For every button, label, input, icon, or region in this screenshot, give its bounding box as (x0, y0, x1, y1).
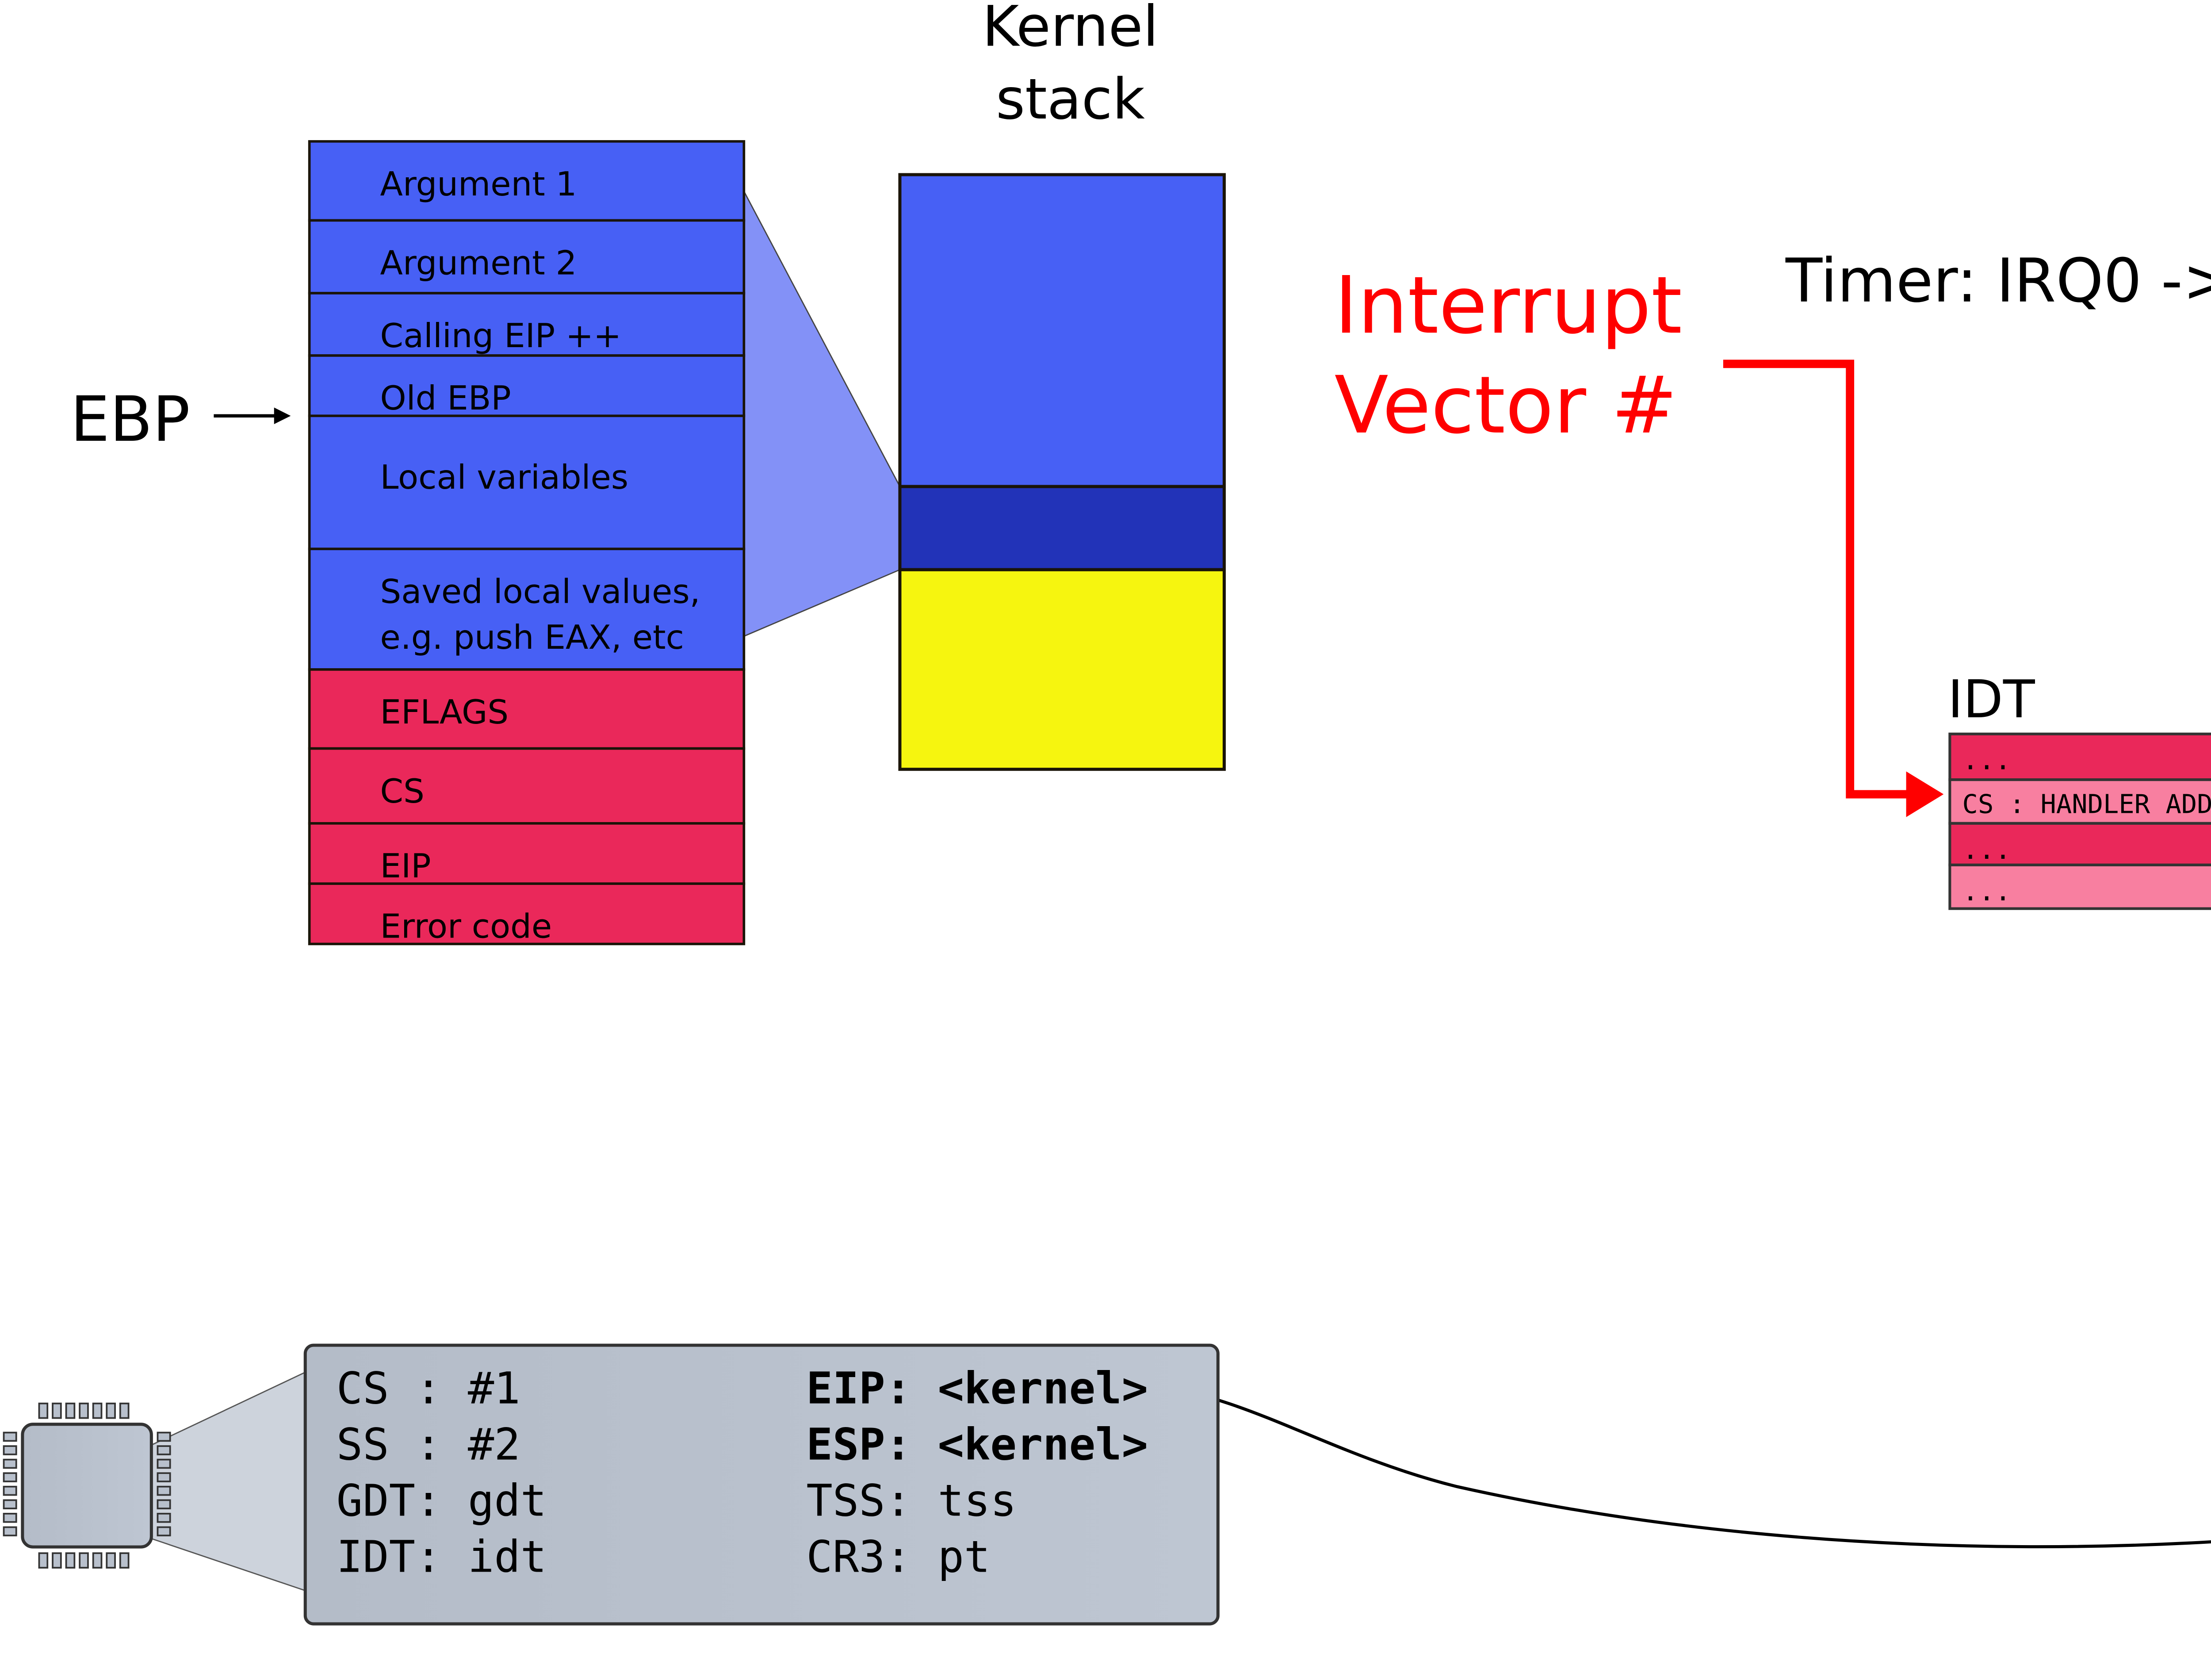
stack-frame-row: Calling EIP ++ (308, 292, 746, 357)
stack-frame-row: Local variables (308, 414, 746, 551)
idt-table: ... CS : HANDLER ADDR...... (1948, 732, 2211, 910)
ebp-label: EBP (70, 383, 190, 456)
stack-frame-row-label: Old EBP (380, 379, 511, 417)
kernel-stack-title-1: Kernel (982, 0, 1159, 59)
stack-frame-row: Saved local values, e.g. push EAX, etc (308, 547, 746, 671)
stack-frame: Argument 1 Argument 2 Calling EIP ++ Old EB… (308, 140, 746, 945)
stack-frame-row: Old EBP (308, 354, 746, 417)
idt-entry-label: ... (1962, 745, 2011, 776)
register-value: IDT: idt (337, 1532, 547, 1583)
kernel-stack (898, 173, 1226, 771)
register-value: ESP: <kernel> (806, 1420, 1148, 1470)
stack-frame-row-label: EFLAGS (380, 693, 509, 731)
idt-title: IDT (1948, 669, 2035, 730)
stack-frame-row: Error code (308, 882, 746, 945)
idt-entry-label: ... (1962, 834, 2011, 865)
vector-to-idt-arrow-icon (1723, 360, 1944, 817)
stack-frame-row-label: Saved local values, (380, 572, 700, 611)
stack-frame-row-label-2: e.g. push EAX, etc (380, 618, 684, 657)
stack-frame-row: CS (308, 747, 746, 825)
stack-frame-row-label: EIP (380, 846, 431, 885)
idt-entry: ... (1948, 732, 2211, 781)
idt-entry-label: CS : HANDLER ADDR (1962, 788, 2211, 819)
register-value: SS : #2 (337, 1420, 520, 1470)
idt-entry: ... (1948, 863, 2211, 910)
stack-frame-row: EIP (308, 822, 746, 885)
idt-entry: CS : HANDLER ADDR (1948, 778, 2211, 825)
stack-frame-row: Argument 1 (308, 140, 746, 222)
kernel-stack-title-2: stack (996, 66, 1145, 132)
stack-frame-row-label: Calling EIP ++ (380, 316, 622, 355)
interrupt-vector-label-1: Interrupt (1335, 260, 1682, 352)
stack-frame-row-label: Local variables (380, 458, 629, 497)
eip-to-handler-arrow-icon (1157, 1385, 2211, 1548)
kernel-stack-upper (898, 173, 1226, 488)
stack-frame-row-label: Argument 2 (380, 244, 577, 283)
register-value: CR3: pt (806, 1532, 990, 1583)
register-value: TSS: tss (806, 1476, 1016, 1527)
kernel-stack-current-frame (898, 485, 1226, 571)
stack-frame-row-label: CS (380, 772, 425, 811)
stack-frame-row-label: Argument 1 (380, 165, 577, 203)
register-value: EIP: <kernel> (806, 1363, 1148, 1414)
idt-entry-label: ... (1962, 876, 2011, 907)
idt-entry: ... (1948, 822, 2211, 866)
interrupt-vector-label-2: Vector # (1335, 360, 1678, 452)
cpu-chip-icon (3, 1371, 306, 1592)
stack-frame-row-label: Error code (380, 907, 552, 945)
cpu-zoom-wedge (150, 1371, 306, 1592)
stack-frame-row: EFLAGS (308, 668, 746, 750)
timer-note: Timer: IRQ0 -> vector 32 (1785, 246, 2211, 316)
register-value: CS : #1 (337, 1363, 520, 1414)
ebp-arrow-icon (214, 407, 291, 425)
stack-frame-row: Argument 2 (308, 219, 746, 295)
kernel-stack-free (898, 568, 1226, 771)
register-value: GDT: gdt (337, 1476, 547, 1527)
zoom-wedge (743, 191, 901, 637)
